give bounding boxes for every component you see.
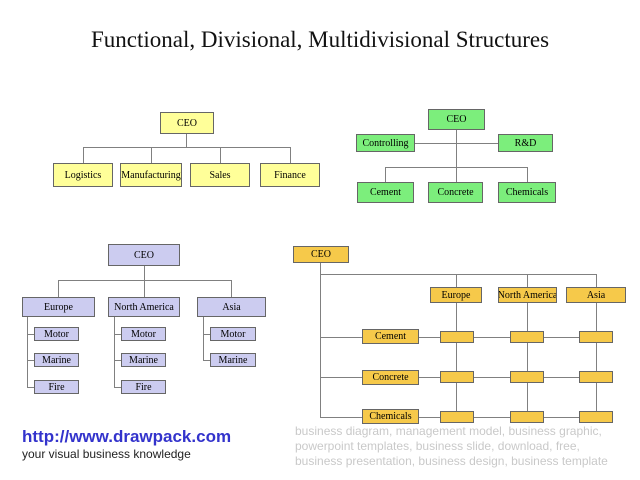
functional-department-node: Sales — [190, 163, 250, 187]
connector-line — [596, 274, 597, 287]
connector-line — [385, 167, 528, 168]
functional-department-node: Logistics — [53, 163, 113, 187]
matrix-cell — [510, 411, 544, 423]
functional-department-node: Finance — [260, 163, 320, 187]
staff-ceo-node: CEO — [428, 109, 485, 130]
division-unit-node: Fire — [121, 380, 166, 394]
matrix-ceo-node: CEO — [293, 246, 349, 263]
division-node: Europe — [22, 297, 95, 317]
connector-line — [203, 317, 204, 360]
division-unit-node: Marine — [121, 353, 166, 367]
connector-line — [203, 334, 210, 335]
connector-line — [527, 274, 528, 287]
matrix-region-node: Asia — [566, 287, 626, 303]
connector-line — [231, 280, 232, 297]
connector-line — [320, 263, 321, 417]
connector-line — [151, 147, 152, 163]
matrix-product-node: Concrete — [362, 370, 419, 385]
division-node: Asia — [197, 297, 266, 317]
functional-ceo-node: CEO — [160, 112, 214, 134]
footer-tagline: your visual business knowledge — [22, 447, 191, 461]
connector-line — [144, 280, 145, 297]
division-unit-node: Marine — [34, 353, 79, 367]
connector-line — [456, 303, 457, 417]
matrix-region-node: North America — [498, 287, 557, 303]
connector-line — [144, 266, 145, 280]
connector-line — [220, 147, 221, 163]
connector-line — [114, 317, 115, 387]
matrix-cell — [510, 331, 544, 343]
drawpack-url-link[interactable]: http://www.drawpack.com — [22, 427, 232, 446]
connector-line — [385, 167, 386, 182]
page-title: Functional, Divisional, Multidivisional … — [90, 27, 550, 52]
connector-line — [527, 167, 528, 182]
connector-line — [527, 303, 528, 417]
connector-line — [203, 360, 210, 361]
connector-line — [58, 280, 59, 297]
connector-line — [290, 147, 291, 163]
operating-unit-node: Concrete — [428, 182, 483, 203]
connector-line — [114, 360, 121, 361]
operating-unit-node: Cement — [357, 182, 414, 203]
matrix-cell — [579, 371, 613, 383]
division-unit-node: Fire — [34, 380, 79, 394]
division-unit-node: Marine — [210, 353, 256, 367]
watermark-text: business diagram, management model, busi… — [295, 424, 608, 468]
division-unit-node: Motor — [210, 327, 256, 341]
matrix-region-node: Europe — [430, 287, 482, 303]
connector-line — [27, 360, 34, 361]
staff-unit-node: R&D — [498, 134, 553, 152]
division-unit-node: Motor — [34, 327, 79, 341]
matrix-product-node: Cement — [362, 329, 419, 344]
connector-line — [58, 280, 232, 281]
connector-line — [456, 130, 457, 182]
matrix-cell — [579, 411, 613, 423]
connector-line — [320, 274, 597, 275]
connector-line — [83, 147, 291, 148]
staff-unit-node: Controlling — [356, 134, 415, 152]
matrix-product-node: Chemicals — [362, 409, 419, 424]
connector-line — [114, 387, 121, 388]
connector-line — [27, 387, 34, 388]
divisional-ceo-node: CEO — [108, 244, 180, 266]
connector-line — [27, 334, 34, 335]
matrix-cell — [510, 371, 544, 383]
connector-line — [186, 134, 187, 147]
connector-line — [83, 147, 84, 163]
matrix-cell — [440, 331, 474, 343]
operating-unit-node: Chemicals — [498, 182, 556, 203]
connector-line — [415, 143, 498, 144]
matrix-cell — [440, 371, 474, 383]
functional-department-node: Manufacturing — [120, 163, 182, 187]
division-node: North America — [108, 297, 180, 317]
connector-line — [27, 317, 28, 387]
connector-line — [456, 274, 457, 287]
division-unit-node: Motor — [121, 327, 166, 341]
connector-line — [114, 334, 121, 335]
matrix-cell — [440, 411, 474, 423]
matrix-cell — [579, 331, 613, 343]
connector-line — [596, 303, 597, 417]
